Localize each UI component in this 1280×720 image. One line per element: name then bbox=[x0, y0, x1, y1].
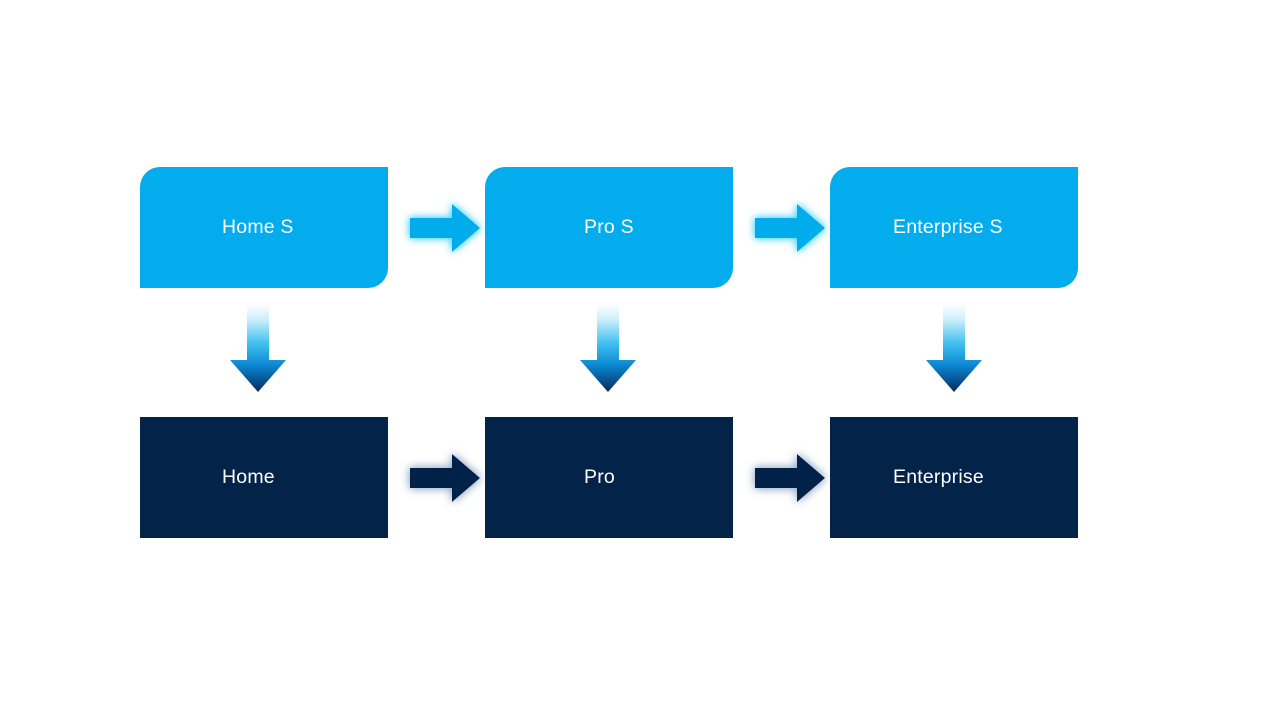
arrow-right-icon-bottom-1 bbox=[400, 446, 490, 510]
arrow-right-icon-bottom-2 bbox=[745, 446, 835, 510]
arrow-right-icon-top-1 bbox=[400, 196, 490, 260]
node-enterprise-label: Enterprise bbox=[893, 465, 984, 488]
arrow-down-icon-1 bbox=[222, 304, 294, 396]
node-enterprise[interactable]: Enterprise bbox=[830, 417, 1078, 538]
arrow-down-icon-2 bbox=[572, 304, 644, 396]
node-pro-label: Pro bbox=[584, 465, 615, 488]
node-enterprise-s-label: Enterprise S bbox=[893, 215, 1003, 238]
arrow-down-icon-3 bbox=[918, 304, 990, 396]
node-home-s[interactable]: Home S bbox=[140, 167, 388, 288]
node-pro-s[interactable]: Pro S bbox=[485, 167, 733, 288]
node-home-s-label: Home S bbox=[222, 215, 294, 238]
node-home-label: Home bbox=[222, 465, 275, 488]
node-enterprise-s[interactable]: Enterprise S bbox=[830, 167, 1078, 288]
arrow-right-icon-top-2 bbox=[745, 196, 835, 260]
node-home[interactable]: Home bbox=[140, 417, 388, 538]
node-pro-s-label: Pro S bbox=[584, 215, 634, 238]
node-pro[interactable]: Pro bbox=[485, 417, 733, 538]
